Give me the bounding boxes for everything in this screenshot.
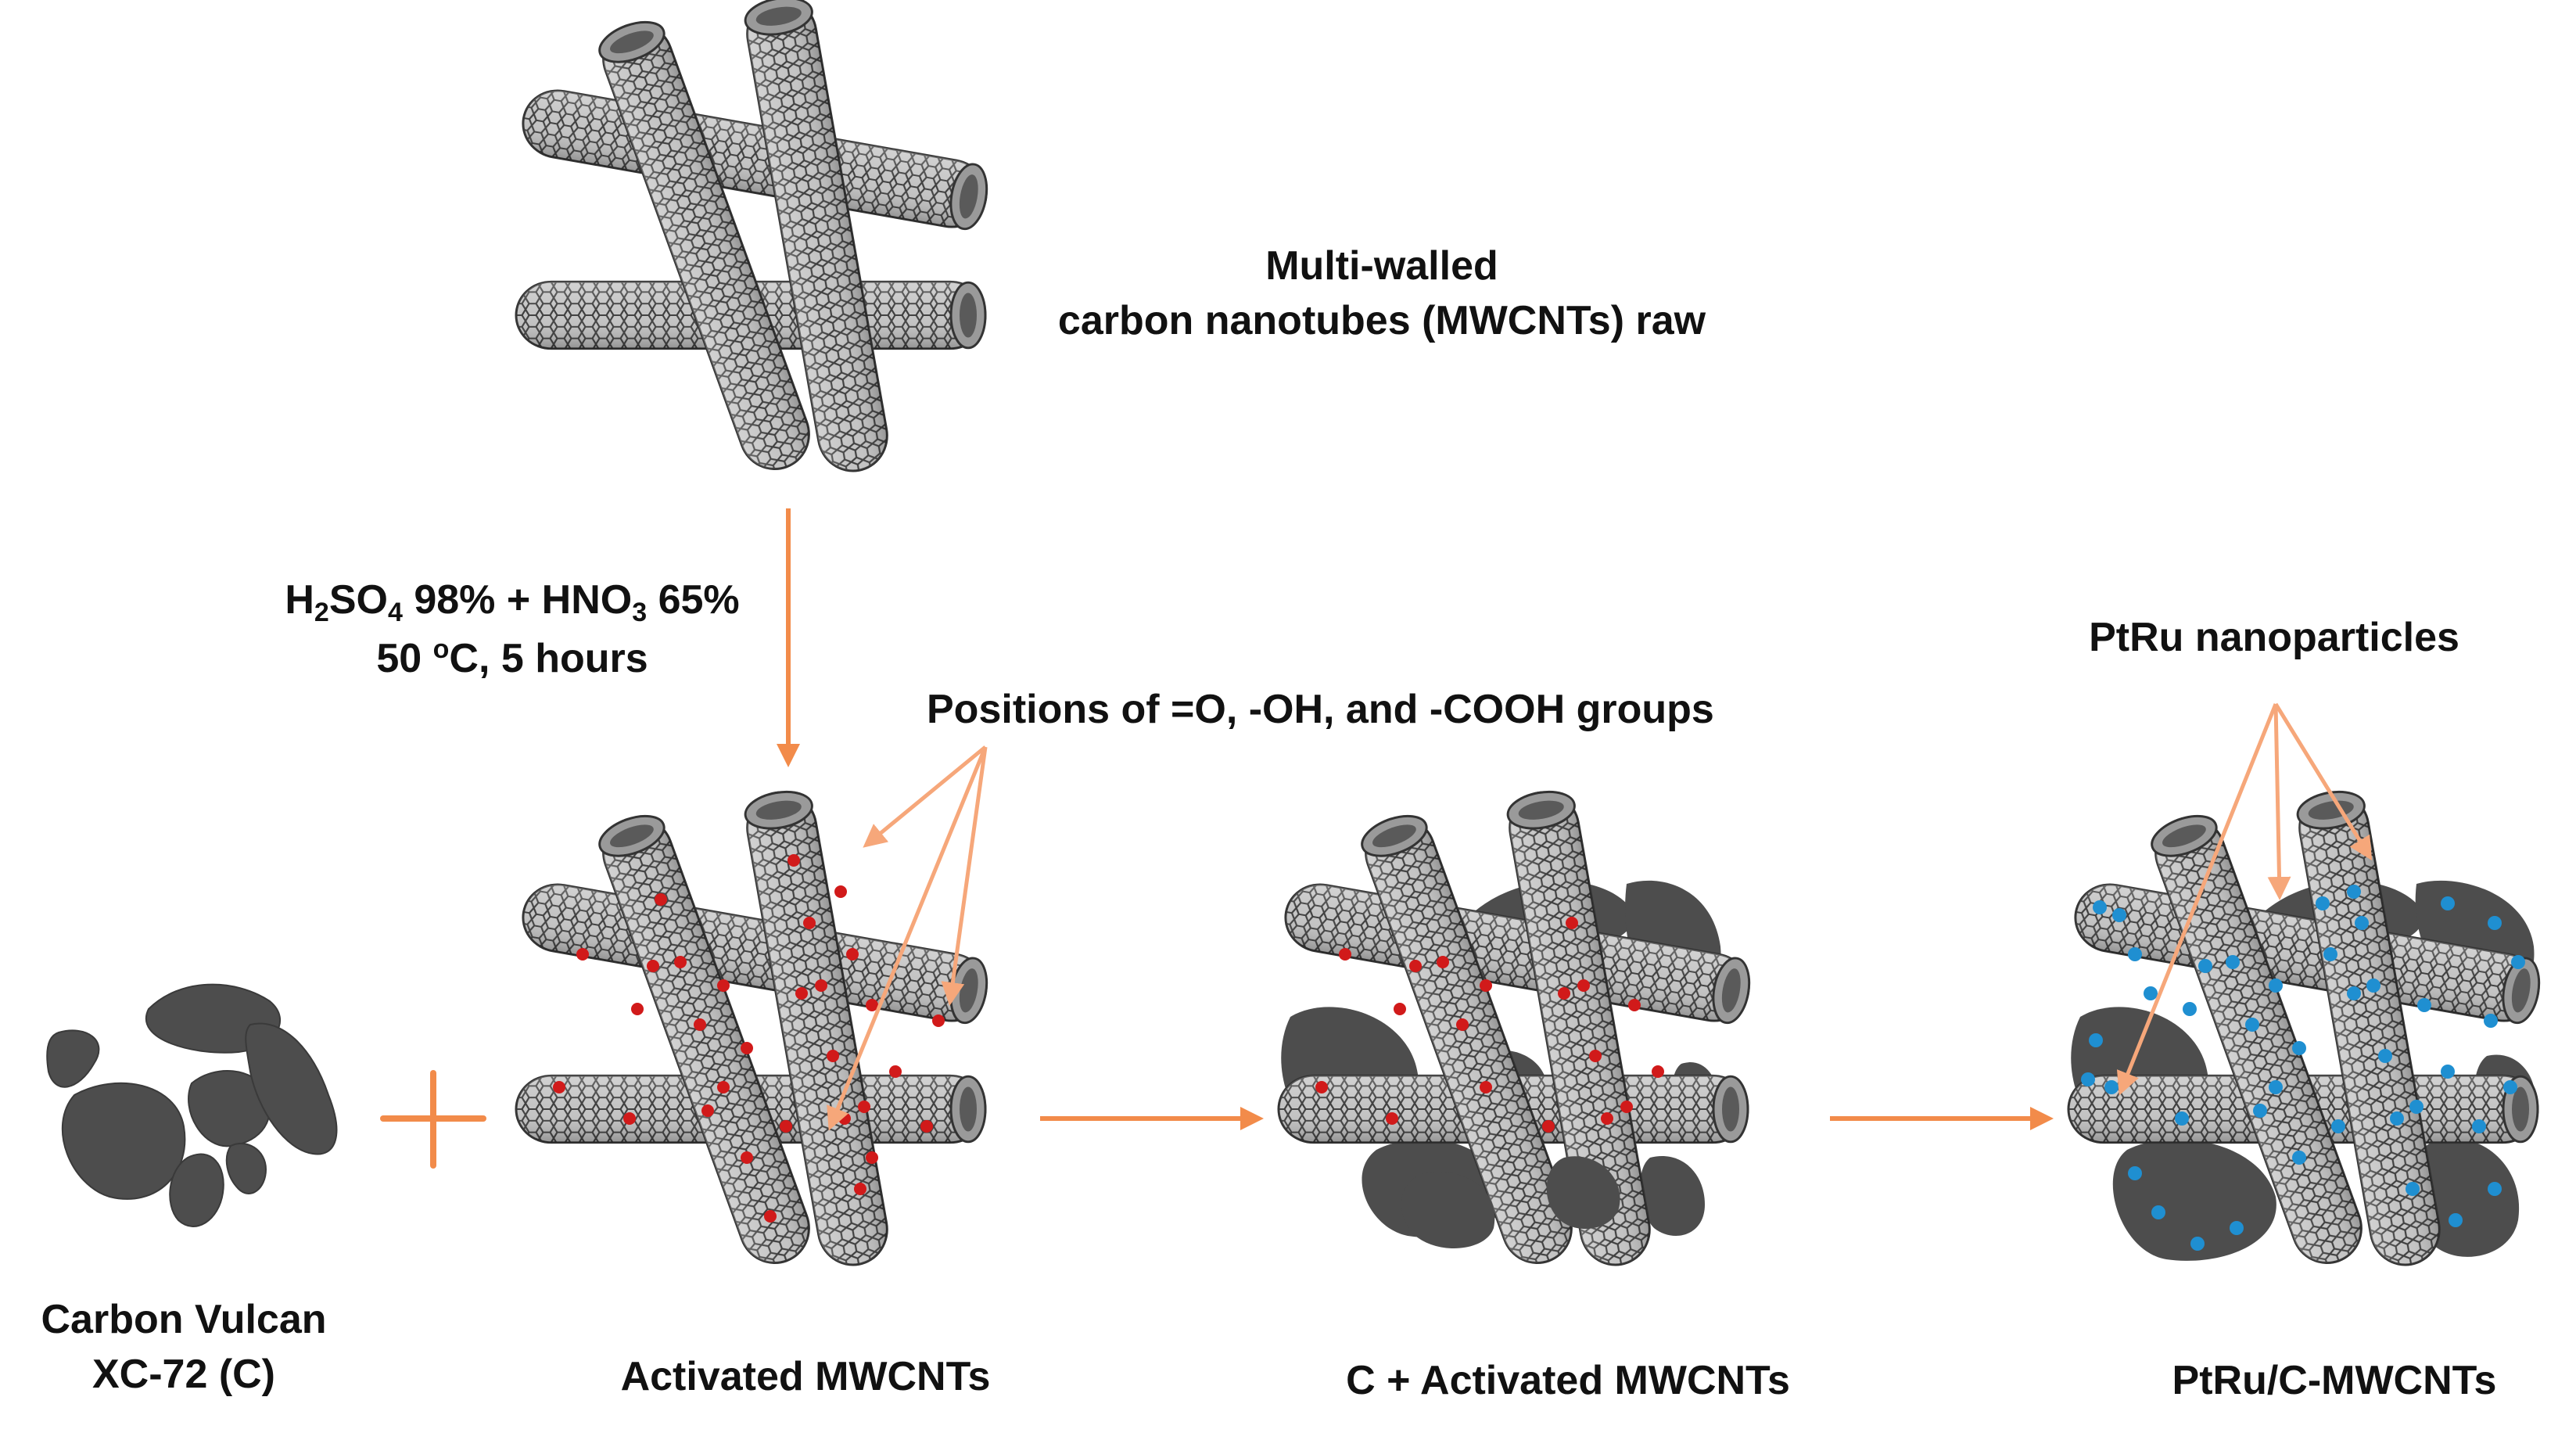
ptru-nanoparticle-dots: [2081, 885, 2525, 1251]
plus-sign-icon: [380, 1070, 486, 1169]
carbon-vulcan-line2: XC-72 (C): [91, 1352, 276, 1398]
cond-65: 65%: [647, 577, 740, 623]
raw-mwcnt-cluster: [516, 0, 992, 479]
temperature-conditions: 50 oC, 5 hours: [285, 631, 739, 686]
raw-mwcnt-label: Multi-walled carbon nanotubes (MWCNTs) r…: [1058, 239, 1706, 348]
raw-label-line2: carbon nanotubes (MWCNTs) raw: [1057, 298, 1706, 344]
acid-conditions: H2SO4 98% + HNO3 65%: [285, 573, 739, 631]
functional-group-dots-2: [1315, 917, 1664, 1133]
carbon-particles-front: [1401, 1156, 1620, 1249]
carbon-vulcan-particles: [46, 983, 338, 1227]
carbon-vulcan-label: Carbon Vulcan XC-72 (C): [41, 1292, 326, 1402]
ptru-c-mwcnt-label: PtRu/C-MWCNTs: [2172, 1358, 2497, 1403]
cond-50: 50: [376, 635, 433, 681]
cond-hours: C, 5 hours: [449, 635, 648, 681]
ptru-pointer-arrows: [2116, 702, 2373, 1096]
cond-so: SO: [328, 577, 388, 623]
c-activated-mwcnt-label: C + Activated MWCNTs: [1346, 1358, 1790, 1403]
c-activated-mwcnt-cluster: [1279, 787, 1754, 1273]
reaction-conditions: H2SO4 98% + HNO3 65% 50 oC, 5 hours: [285, 573, 739, 686]
ptru-nanoparticles-label: PtRu nanoparticles: [2089, 615, 2459, 660]
cond-h: H: [285, 577, 314, 623]
cond-sub3: 3: [632, 598, 648, 627]
cond-degree: o: [432, 634, 450, 664]
carbon-vulcan-line1: Carbon Vulcan: [41, 1297, 327, 1342]
functional-group-dots: [553, 854, 945, 1223]
ptru-c-mwcnt-cluster: [2068, 787, 2544, 1273]
cond-98-hno: 98% + HNO: [402, 577, 633, 623]
positions-label: Positions of =O, -OH, and -COOH groups: [927, 687, 1714, 732]
cond-sub2: 2: [314, 598, 329, 627]
positions-pointer-arrows: [827, 745, 988, 1131]
cond-sub4: 4: [387, 598, 403, 627]
raw-label-line1: Multi-walled: [1265, 243, 1498, 289]
activated-mwcnt-label: Activated MWCNTs: [620, 1354, 991, 1399]
activated-mwcnt-cluster: [516, 787, 992, 1273]
